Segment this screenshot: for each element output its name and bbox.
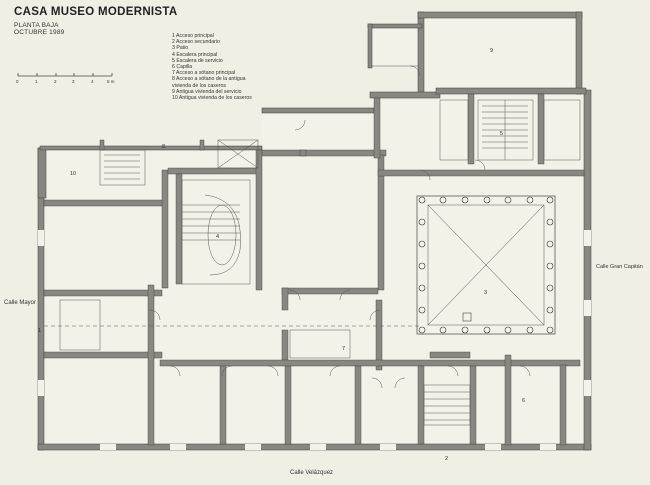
legend-item: vivienda de los caseros bbox=[172, 82, 226, 89]
room-number-4: 4 bbox=[216, 234, 219, 240]
plan-date: OCTUBRE 1989 bbox=[14, 29, 65, 36]
scale-tick: 4 bbox=[91, 79, 94, 84]
legend-item: 5 Escalera de servicio bbox=[172, 57, 223, 64]
street-bottom-label: Calle Velázquez bbox=[290, 470, 334, 476]
street-left-label: Calle Mayor bbox=[4, 300, 37, 306]
scale-tick: 5 m bbox=[107, 79, 115, 84]
scale-tick: 3 bbox=[72, 79, 75, 84]
service-rooms bbox=[59, 99, 581, 359]
patio bbox=[416, 195, 556, 335]
street-right-label: Calle Gran Capitán bbox=[596, 264, 643, 270]
service-stair-right bbox=[477, 99, 534, 161]
legend-item: 3 Patio bbox=[172, 45, 189, 52]
room-number-1: 1 bbox=[38, 328, 41, 334]
building-footprint bbox=[40, 28, 590, 448]
interior-walls bbox=[43, 93, 585, 446]
door-swings bbox=[149, 65, 531, 389]
scale-tick: 2 bbox=[54, 79, 57, 84]
legend-item: 6 Capilla bbox=[172, 64, 193, 71]
service-stair-left bbox=[99, 149, 146, 186]
room-labels: 1 2 3 4 5 6 7 8 9 10 bbox=[38, 48, 525, 462]
rear-stair bbox=[423, 384, 471, 426]
room-number-5: 5 bbox=[500, 131, 503, 137]
plan-title: CASA MUSEO MODERNISTA bbox=[14, 6, 178, 18]
legend-item: 10 Antigua vivienda de los caseros bbox=[172, 95, 252, 102]
legend-item: 1 Acceso principal bbox=[172, 33, 214, 39]
exterior-walls bbox=[37, 11, 592, 451]
room-number-9: 9 bbox=[490, 48, 493, 54]
room-number-3: 3 bbox=[484, 290, 487, 296]
room-number-2: 2 bbox=[445, 456, 448, 462]
scale-tick: 0 bbox=[16, 79, 19, 84]
plan-floor: PLANTA BAJA bbox=[14, 22, 59, 29]
room-9-fill bbox=[420, 14, 582, 94]
legend-item: 4 Escalera principal bbox=[172, 51, 218, 58]
room-number-6: 6 bbox=[522, 398, 525, 404]
legend-item: 7 Acceso a sótano principal bbox=[172, 70, 236, 77]
scale-tick: 1 bbox=[35, 79, 38, 84]
main-staircase bbox=[181, 179, 251, 285]
scale-bar: 0 1 2 3 4 5 m bbox=[16, 73, 115, 84]
light-well bbox=[217, 139, 259, 169]
room-number-10: 10 bbox=[70, 171, 76, 177]
legend: 1 Acceso principal 2 Acceso secundario 3… bbox=[172, 33, 252, 101]
room-number-8: 8 bbox=[162, 144, 165, 150]
windows bbox=[38, 230, 591, 450]
legend-item: 9 Antigua vivienda del servicio bbox=[172, 88, 242, 95]
legend-item: 2 Acceso secundario bbox=[172, 39, 220, 46]
room-number-7: 7 bbox=[342, 346, 345, 352]
legend-item: 8 Acceso a sótano de la antigua bbox=[172, 76, 246, 83]
